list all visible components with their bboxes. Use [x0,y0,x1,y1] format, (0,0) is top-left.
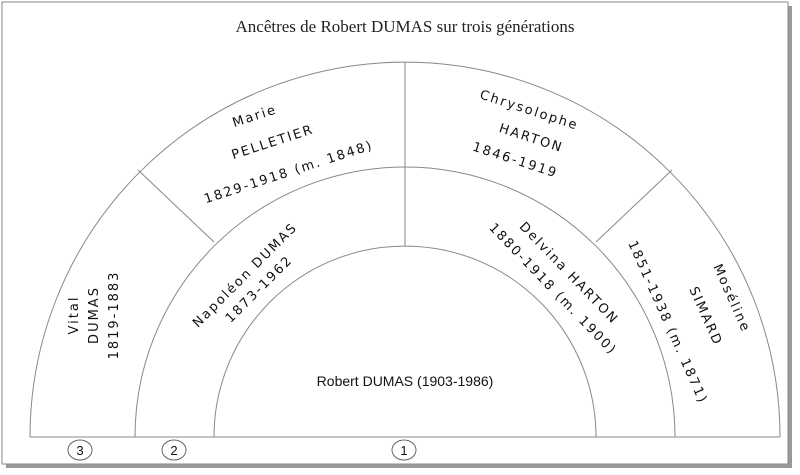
badge-circle [391,439,417,461]
pat-grandfather-last: DUMAS [87,286,102,344]
generation-badge-3: 3 [67,439,93,461]
grandparent-paternal-grandfather: Vital DUMAS 1819-1883 [67,271,122,360]
pat-grandfather-first: Vital [67,296,82,335]
generation-badge-1: 1 [391,439,417,461]
root-person-label: Robert DUMAS (1903-1986) [317,373,494,389]
badge-circle [67,439,93,461]
generation-badge-2: 2 [161,439,187,461]
badge-label: 3 [76,443,83,458]
chart-title: Ancêtres de Robert DUMAS sur trois génér… [236,17,575,36]
pat-grandfather-dates: 1819-1883 [107,271,122,360]
divider-left [137,169,215,243]
badge-label: 1 [400,443,407,458]
badge-label: 2 [170,443,177,458]
fan-chart [29,61,781,438]
badge-circle [161,439,187,461]
ring-inner-arc [213,245,597,438]
divider-right [595,169,673,243]
page-frame [1,1,789,465]
